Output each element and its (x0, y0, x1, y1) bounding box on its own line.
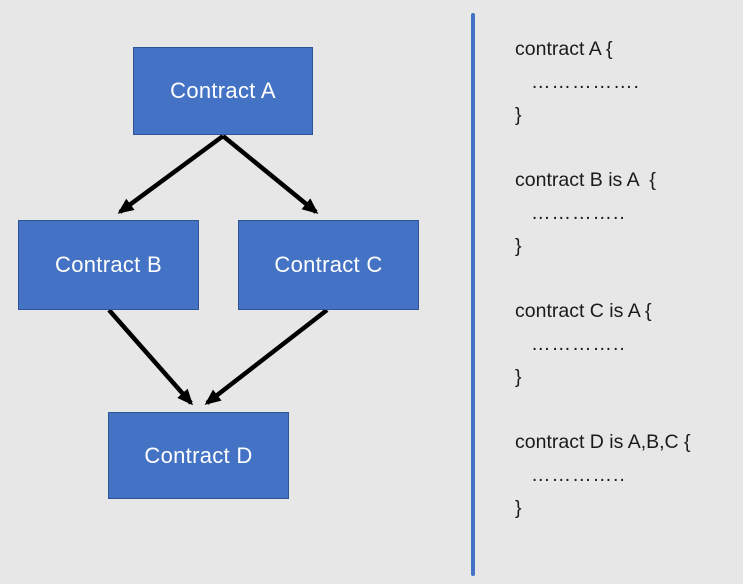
code-snippet-contract-d: contract D is A,B,C { ………….. } (515, 426, 735, 525)
code-line-body: ……………. (531, 71, 640, 93)
code-line-body: ………….. (531, 202, 626, 224)
code-line-close: } (515, 235, 522, 257)
code-line-close: } (515, 366, 522, 388)
arrow-a-to-c (221, 134, 319, 214)
code-line-body: ………….. (531, 333, 626, 355)
code-line-declaration: contract A { (515, 38, 613, 60)
arrow-a-to-b (117, 134, 225, 214)
node-contract-d: Contract D (108, 412, 289, 499)
code-panel: contract A { ……………. } contract B is A { … (515, 33, 735, 557)
node-contract-b: Contract B (18, 220, 199, 310)
code-line-declaration: contract B is A { (515, 169, 656, 191)
node-label: Contract C (274, 252, 383, 277)
code-line-declaration: contract D is A,B,C { (515, 431, 691, 453)
node-contract-c: Contract C (238, 220, 419, 310)
node-label: Contract B (55, 252, 162, 277)
node-label: Contract A (170, 78, 276, 103)
code-snippet-contract-c: contract C is A { ………….. } (515, 295, 735, 394)
node-label: Contract D (144, 442, 253, 468)
code-line-body: ………….. (531, 464, 626, 486)
code-snippet-contract-b: contract B is A { ………….. } (515, 164, 735, 263)
code-line-declaration: contract C is A { (515, 300, 652, 322)
code-line-close: } (515, 497, 522, 519)
arrow-c-to-d (204, 308, 329, 405)
code-line-close: } (515, 104, 522, 126)
code-snippet-contract-a: contract A { ……………. } (515, 33, 735, 132)
node-contract-a: Contract A (133, 47, 313, 135)
divider-line (471, 13, 475, 576)
arrow-b-to-d (107, 308, 193, 406)
